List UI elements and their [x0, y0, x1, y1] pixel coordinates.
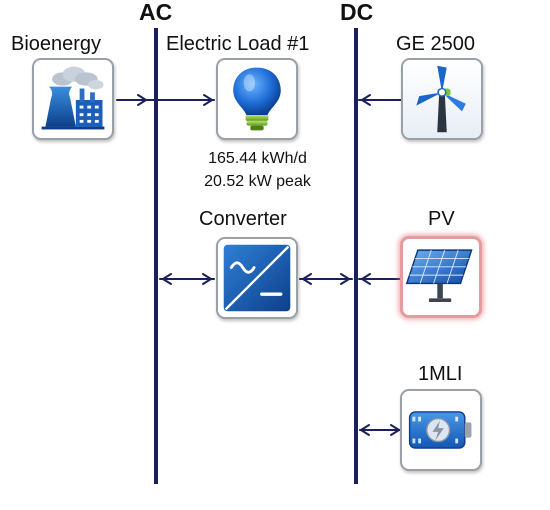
load-arrow [203, 94, 213, 106]
pv-arrow [361, 273, 371, 285]
battery-icon [408, 411, 472, 449]
bioenergy-component[interactable] [32, 58, 114, 140]
converter-label: Converter [199, 208, 287, 230]
converter-component[interactable] [216, 237, 298, 319]
battery-component[interactable] [400, 389, 482, 471]
ac-bus-label: AC [139, 0, 173, 25]
wind-label: GE 2500 [396, 33, 475, 55]
wind-turbine-icon [403, 60, 481, 138]
power-plant-icon [41, 66, 105, 130]
converter-icon [223, 244, 291, 312]
load-peak-power: 20.52 kW peak [204, 173, 311, 190]
electric-load-component[interactable] [216, 58, 298, 140]
pv-label: PV [428, 208, 455, 230]
pv-component[interactable] [400, 236, 482, 318]
load-daily-energy: 165.44 kWh/d [208, 150, 307, 167]
wind-arrow [361, 94, 371, 106]
ac-bus[interactable] [154, 28, 158, 484]
dc-bus-label: DC [340, 0, 374, 25]
wind-turbine-component[interactable] [401, 58, 483, 140]
battery-label: 1MLI [418, 363, 463, 385]
solar-panel-icon [405, 249, 473, 303]
load-info: 165.44 kWh/d 20.52 kW peak [190, 147, 325, 193]
dc-bus[interactable] [354, 28, 358, 484]
bioenergy-label: Bioenergy [11, 33, 102, 55]
load-label: Electric Load #1 [166, 33, 310, 55]
bioenergy-arrow [137, 94, 147, 106]
light-bulb-icon [233, 67, 281, 131]
